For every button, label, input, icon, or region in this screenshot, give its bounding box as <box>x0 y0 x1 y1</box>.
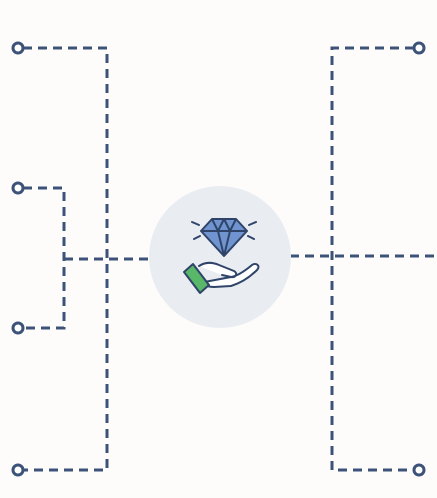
end-nodes <box>11 41 426 477</box>
diamond-in-hand-icon <box>183 218 260 294</box>
connector-right-bracket <box>330 46 414 472</box>
diamond-body <box>200 218 248 257</box>
hand-icon <box>183 261 260 294</box>
hub <box>149 186 291 328</box>
node-left-4 <box>11 463 25 477</box>
node-right-1 <box>412 41 426 55</box>
sparkle-icon <box>191 221 257 240</box>
diamond-icon <box>200 218 248 257</box>
node-right-2 <box>412 463 426 477</box>
connector-lines <box>23 46 437 472</box>
hand-cuff <box>183 263 210 294</box>
node-left-1 <box>11 41 25 55</box>
diamond-facets <box>201 218 247 257</box>
hub-circle <box>149 186 291 328</box>
node-left-2 <box>11 181 25 195</box>
connector-left-outer <box>23 46 109 472</box>
connector-left-inner <box>23 186 66 330</box>
node-left-3 <box>11 321 25 335</box>
